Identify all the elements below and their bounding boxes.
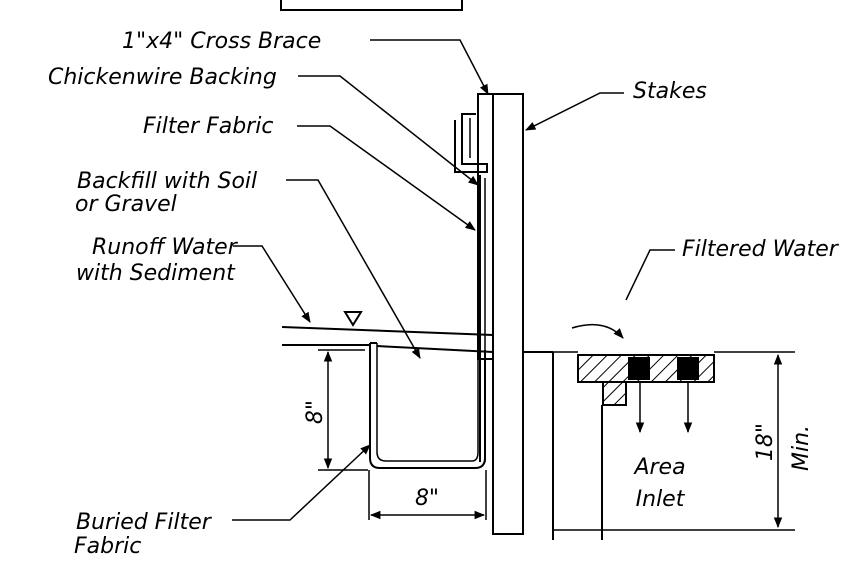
label-filtered-water: Filtered Water: [682, 237, 840, 262]
label-backfill-1: Backfill with Soil: [77, 169, 257, 194]
label-buried-1: Buried Filter: [76, 510, 213, 535]
leader-filtered-water: [625, 249, 675, 301]
label-dim-18: 18": [753, 423, 778, 461]
filtered-water-arrow: [571, 323, 624, 339]
label-runoff-2: with Sediment: [76, 261, 236, 286]
chickenwire-top-bracket: [454, 113, 488, 173]
trench-fabric-inner: [376, 343, 479, 462]
label-dim-min: Min.: [789, 425, 814, 471]
label-chickenwire: Chickenwire Backing: [48, 65, 277, 90]
top-box-edge: [280, 0, 463, 11]
label-backfill-2: or Gravel: [75, 192, 177, 217]
leader-chickenwire: [298, 75, 479, 186]
leader-cross-brace: [370, 39, 489, 95]
leader-buried-fabric: [232, 444, 371, 521]
label-filter-fabric: Filter Fabric: [143, 114, 273, 139]
leader-filter-fabric: [297, 125, 476, 231]
label-stakes: Stakes: [633, 79, 707, 104]
leader-runoff: [233, 245, 311, 323]
label-area: Area: [632, 455, 685, 480]
label-dim-8-horiz: 8": [415, 486, 439, 511]
label-cross-brace: 1"x4" Cross Brace: [122, 29, 321, 54]
water-surface-line: [281, 326, 494, 336]
leader-backfill: [286, 179, 421, 359]
label-dim-8-vert: 8": [303, 400, 328, 424]
stake: [492, 93, 524, 535]
grate-support: [602, 381, 627, 406]
label-buried-2: Fabric: [74, 534, 141, 559]
grate-bar-2: [677, 357, 699, 380]
water-level-symbol: [343, 311, 363, 327]
ground-line-mid: [376, 345, 494, 353]
trench-fabric-outer: [369, 343, 486, 469]
leader-stakes: [525, 92, 624, 131]
label-inlet: Inlet: [636, 487, 686, 512]
label-runoff-1: Runoff Water: [92, 235, 239, 260]
grate-bar-1: [628, 357, 650, 380]
